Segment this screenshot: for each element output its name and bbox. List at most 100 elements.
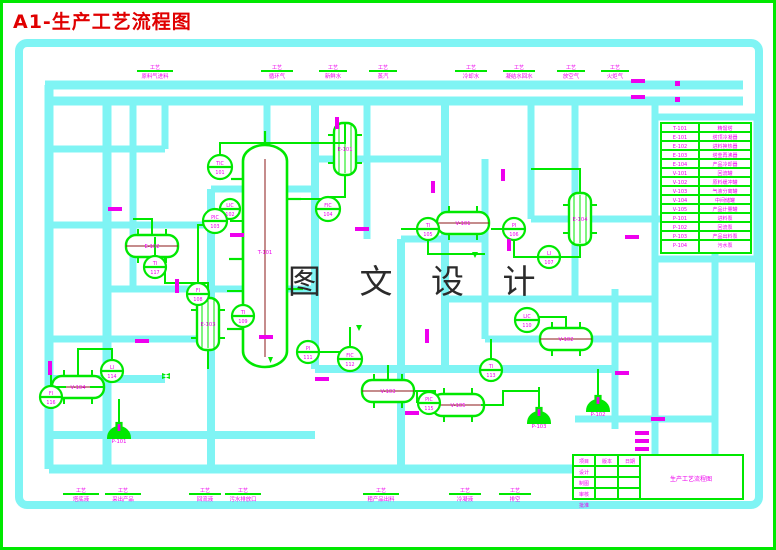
instrument-number: 105 [423,232,432,238]
instrument-tag: TI [240,310,245,316]
stream-label-tag: 工艺 [510,488,520,494]
stream-label-name: 采出产品 [112,495,134,503]
equipment-table-code: E-104 [673,162,688,168]
stream-label-tag: 工艺 [238,488,248,494]
instrument-number: 115 [424,406,433,412]
instrument-number: 110 [522,323,531,329]
equipment-table-code: E-103 [673,153,688,159]
equipment-tag: V-104 [70,385,86,391]
stream-label-name: 塔底液 [73,495,90,503]
equipment-tag: V-105 [450,403,465,409]
instrument-tag: TI [152,261,157,267]
equipment-tag: T-101 [257,250,272,256]
stream-label-name: 新鲜水 [325,72,342,80]
stream-label-lines [63,70,629,495]
equipment-table-code: P-103 [673,234,687,240]
title-block-row-label: 设计 [579,469,589,476]
stream-label-tag: 工艺 [566,65,576,71]
instrument-number: 111 [303,355,312,361]
page-title: A1-生产工艺流程图 [13,11,192,33]
cad-canvas[interactable]: 工艺原料气进料工艺循环气工艺新鲜水工艺蒸汽工艺冷却水工艺凝结水回水工艺放空气工艺… [15,39,763,509]
stream-label-name: 蒸汽 [378,72,389,80]
instrument-number: 112 [345,362,354,368]
stream-label-tag: 工艺 [328,65,338,71]
equipment-table-name: 污水泵 [717,242,732,249]
instrument-number: 109 [238,319,247,325]
equipment-table-code: E-102 [673,144,688,150]
stream-label-name: 冷凝液 [457,495,474,503]
equipment-layer [38,70,752,500]
watermark-text: 图 文 设 计 [288,262,550,301]
equipment-table-name: 回流泵 [717,224,732,231]
stream-label-name: 循环气 [269,72,286,80]
equipment-tag: V-103 [380,389,395,395]
equipment-table-name: 产品计量罐 [712,206,737,213]
stream-label-name: 回流液 [197,495,214,503]
stream-label-name: 污水排放口 [230,495,257,503]
equipment-table-name: 进料换热器 [712,143,737,150]
annotation-layer: 工艺原料气进料工艺循环气工艺新鲜水工艺蒸汽工艺冷却水工艺凝结水回水工艺放空气工艺… [46,65,737,509]
equipment-table-name: 塔顶冷凝器 [712,134,737,141]
instrument-number: 117 [150,270,159,276]
equipment-table-name: 回流罐 [717,170,732,177]
stream-label-tag: 工艺 [200,488,210,494]
stream-label-name: 火炬气 [607,72,624,80]
instrument-tag: LIC [226,203,234,209]
equipment-tag: P-102 [591,412,606,418]
stream-label-tag: 工艺 [118,488,128,494]
instrument-number: 102 [225,212,234,218]
equipment-pump-P-103 [526,406,552,425]
instrument-number: 101 [215,170,224,176]
instrument-number: 106 [509,232,518,238]
equipment-tag: E-104 [572,217,588,223]
stream-label-name: 凝结水回水 [506,72,534,80]
stream-label-tag: 工艺 [76,488,86,494]
equipment-column-T-101 [227,131,303,369]
equipment-table-grid [660,122,752,254]
stream-label-name: 原料气进料 [142,72,170,80]
equipment-tag: E-102 [144,244,159,250]
instrument-tag: TI [488,364,493,370]
equipment-table-name: 原料缓冲罐 [712,179,737,186]
instrument-tag: TI [425,223,430,229]
title-block-row-label: 制图 [579,480,589,487]
stream-label-tag: 工艺 [376,488,386,494]
instrument-tag: FI [49,391,53,397]
instrument-number: 114 [107,374,116,380]
title-block-drawing-name: 生产工艺流程图 [670,475,712,483]
instrument-tag: FIC [324,203,332,209]
equipment-tag: V-102 [558,337,573,343]
instrument-tag: FI [196,288,200,294]
instrument-tag: PIC [211,215,219,221]
equipment-table-code: P-102 [673,225,687,231]
instrument-number: 103 [210,224,219,230]
equipment-table-code: T-101 [672,126,687,132]
stream-label-tag: 工艺 [378,65,388,71]
equipment-table-name: 精馏塔 [717,125,732,132]
equipment-table-code: P-104 [673,243,687,249]
title-block-row-label: 审核 [579,491,589,498]
equipment-table-code: V-105 [673,207,687,213]
instrument-tag: LI [110,365,114,371]
equipment-table-code: V-101 [673,171,687,177]
instrument-bubbles [38,153,562,416]
stream-label-name: 冷却水 [463,72,480,80]
equipment-pump-P-102 [585,394,611,413]
instrument-number: 104 [323,212,332,218]
stream-label-tag: 工艺 [460,488,470,494]
equipment-table-name: 产品出料泵 [712,233,737,240]
instrument-number: 113 [486,373,495,379]
equipment-tag: E-101 [337,147,352,153]
instrument-tag: PI [512,223,516,229]
title-block-row-label: 批准 [579,502,589,509]
stream-label-name: 放空气 [563,72,580,80]
instrument-tag: TIC [215,161,224,167]
equipment-table-name: 产品冷却器 [712,161,737,168]
title-block-grid [572,454,744,500]
instrument-tag: PIC [425,397,433,403]
stream-label-name: 排空 [510,495,521,503]
equipment-table-name: 气液分离罐 [712,188,737,195]
equipment-tag: P-103 [532,424,547,430]
instrument-number: 107 [544,260,553,266]
